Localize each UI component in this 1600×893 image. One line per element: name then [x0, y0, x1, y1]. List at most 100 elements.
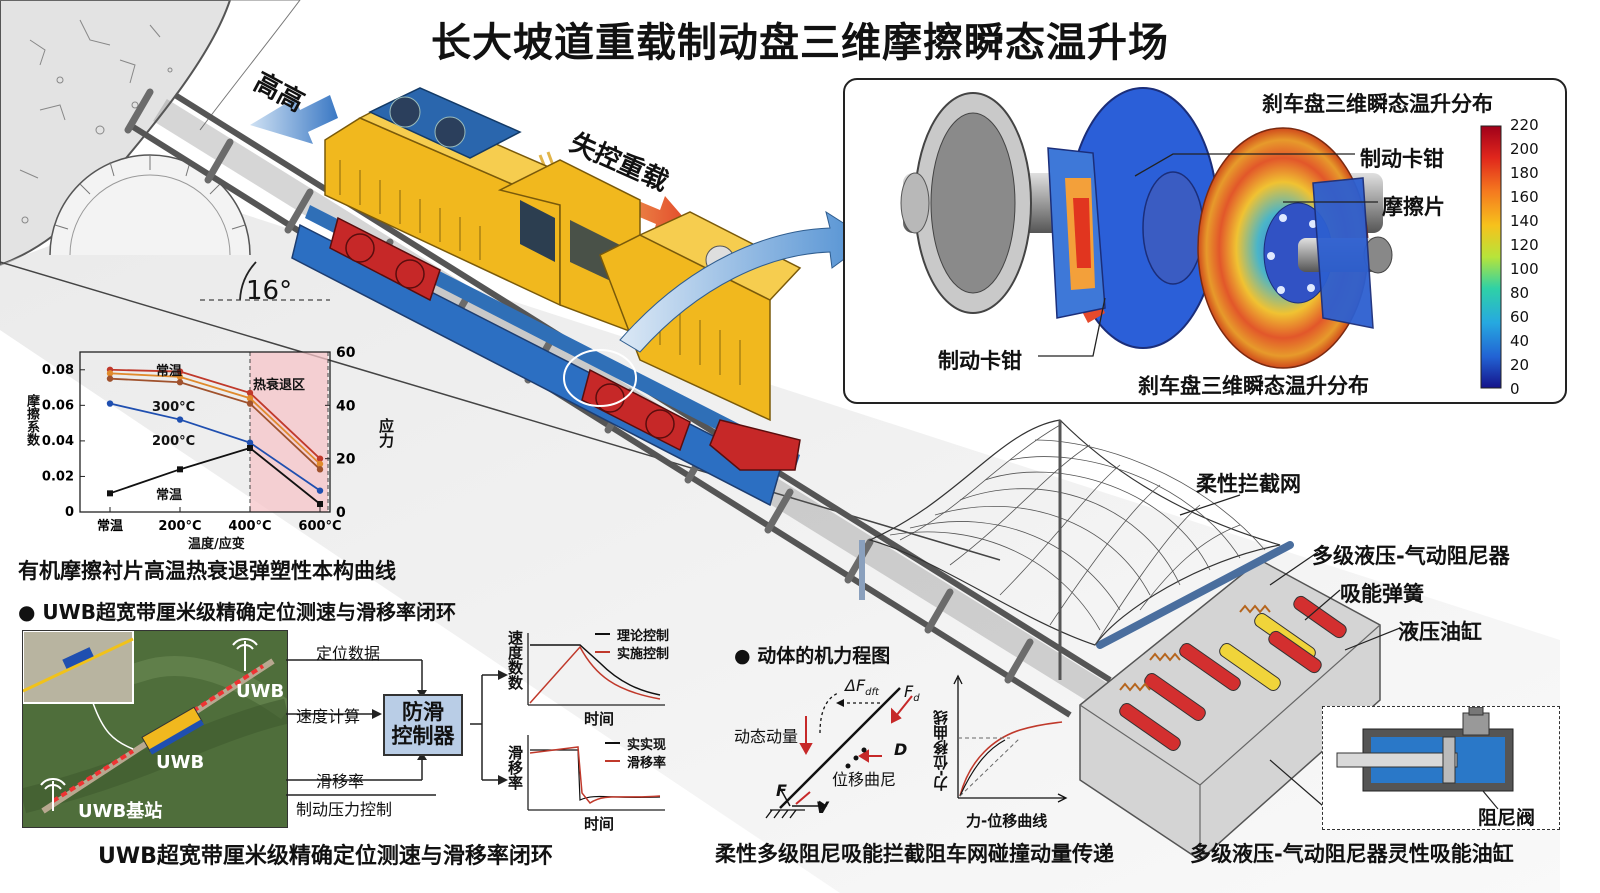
- data-point: [106, 400, 114, 407]
- uwb-label-1: UWB: [236, 681, 285, 702]
- colorbar-tick: 220: [1510, 116, 1539, 134]
- disc-panel-top-title: 刹车盘三维瞬态温升分布: [1262, 92, 1493, 116]
- pad-label: 摩擦片: [1382, 195, 1445, 219]
- series-label-stress: 常温: [156, 488, 183, 503]
- cylinder-label: 液压油缸: [1398, 620, 1482, 644]
- f-label: F: [776, 781, 787, 800]
- input-brake-pressure: 制动压力控制: [296, 800, 393, 819]
- data-point: [176, 416, 184, 423]
- series-line: [109, 447, 321, 505]
- plot1-xlabel: 时间: [584, 710, 615, 728]
- data-point: [176, 373, 184, 381]
- data-point: [246, 395, 254, 402]
- y-left-tick-label: 0: [65, 505, 74, 520]
- force-dft-label: ΔFdft: [845, 676, 879, 698]
- y-left-tick-label: 0.04: [42, 434, 74, 449]
- thermal-decay-region: [250, 352, 328, 512]
- thermal-decay-region-label: 热衰退区: [253, 378, 306, 393]
- friction-xlabel: 温度/应变: [188, 537, 245, 552]
- uwb-caption: UWB超宽带厘米级精确定位测速与滑移率闭环: [98, 844, 553, 869]
- net-label: 柔性拦截网: [1196, 472, 1301, 496]
- data-point: [106, 375, 114, 382]
- page-title: 长大坡道重载制动盘三维摩擦瞬态温升场: [431, 20, 1169, 66]
- y-left-tick-label: 0.08: [42, 363, 74, 378]
- uphill-arrow-icon: [250, 95, 338, 144]
- uwb-label-2: UWB: [156, 752, 205, 773]
- dynamics-caption: 柔性多级阻尼吸能拦截阻车网碰撞动量传递: [715, 842, 1114, 866]
- data-point: [247, 445, 253, 451]
- force-d-label: Fd: [904, 682, 920, 704]
- series-label-300: 300°C: [152, 400, 196, 415]
- brake-disc-illustration: [900, 87, 1502, 389]
- series-line: [109, 402, 321, 492]
- momentum-label: 动态动量: [734, 727, 799, 746]
- data-point: [316, 455, 324, 462]
- force-diagram: [765, 674, 1068, 819]
- colorbar-tick: 100: [1510, 260, 1539, 278]
- colorbar-tick: 80: [1510, 284, 1530, 302]
- dynamics-xlabel: 力-位移曲线: [966, 812, 1048, 830]
- plot-frame: [79, 351, 331, 513]
- plot1-legend-2: 实施控制: [617, 647, 670, 662]
- data-point: [246, 400, 254, 407]
- data-point: [177, 466, 183, 473]
- data-point: [316, 466, 324, 473]
- v-label: V: [816, 798, 829, 817]
- plot2-legend-2: 滑移率: [627, 756, 667, 771]
- disc-panel-bottom-title: 刹车盘三维瞬态温升分布: [1138, 374, 1369, 398]
- y-left-tick-label: 0.02: [42, 469, 74, 484]
- barrier-caption: 多级液压-气动阻尼器灵性吸能油缸: [1190, 842, 1514, 866]
- damper-label: 多级液压-气动阻尼器: [1312, 544, 1510, 568]
- data-point: [176, 379, 184, 386]
- y-right-tick-label: 40: [336, 398, 356, 414]
- colorbar-tick: 0: [1510, 380, 1520, 398]
- protractor-icon: [49, 154, 251, 256]
- x-tick-label: 200°C: [158, 519, 201, 534]
- damper-base: [1079, 541, 1381, 861]
- data-point: [246, 389, 254, 397]
- colorbar-tick: 40: [1510, 332, 1530, 350]
- uwb-control-flow: [286, 659, 508, 796]
- dynamics-ylabel: 力-位移曲线: [932, 710, 950, 792]
- data-point: [107, 490, 113, 497]
- interception-net: [859, 419, 1281, 680]
- input-speed-calc: 速度计算: [296, 707, 361, 726]
- input-slip-rate: 滑移率: [316, 772, 365, 791]
- force-d-subscript: d: [913, 693, 920, 705]
- series-line: [109, 368, 321, 460]
- data-point: [176, 368, 184, 375]
- d-label: D: [894, 740, 908, 759]
- uwb-bullet-title: UWB超宽带厘米级精确定位测速与滑移率闭环: [18, 596, 456, 625]
- y-right-tick-label: 20: [336, 452, 356, 468]
- uwb-base-station-label: UWB基站: [78, 801, 163, 822]
- caliper-label-top: 制动卡钳: [1360, 147, 1444, 171]
- colorbar-tick: 160: [1510, 188, 1539, 206]
- colorbar-tick: 140: [1510, 212, 1539, 230]
- friction-ylabel-right: 应力: [377, 418, 395, 448]
- data-point: [106, 370, 114, 377]
- plot2-legend-1: 实实现: [627, 738, 667, 753]
- series-line: [109, 377, 321, 470]
- colorbar-tick: 60: [1510, 308, 1530, 326]
- data-point: [316, 487, 324, 494]
- input-positioning-data: 定位数据: [316, 644, 381, 663]
- uwb-response-plots: [527, 633, 665, 811]
- valve-label: 阻尼阀: [1478, 807, 1536, 829]
- colorbar-ticks: 220 200 180 160 140 120 100 80 60 40 20 …: [1510, 116, 1550, 402]
- friction-ylabel-left: 摩擦系数: [24, 394, 39, 446]
- x-tick-label: 400°C: [228, 519, 271, 534]
- plot2-xlabel: 时间: [584, 815, 615, 833]
- locomotive: [291, 87, 802, 507]
- series-line: [109, 372, 321, 465]
- colorbar: [1480, 125, 1502, 389]
- cylinder-inset: [1322, 706, 1560, 830]
- force-dft-subscript: dft: [865, 687, 879, 699]
- colorbar-tick: 180: [1510, 164, 1539, 182]
- data-point: [317, 501, 323, 507]
- series-label-top: 常温: [156, 364, 183, 379]
- y-right-tick-label: 0: [336, 505, 346, 521]
- x-tick-label: 600°C: [298, 519, 341, 534]
- plot1-ylabel: 速度数数: [506, 630, 524, 690]
